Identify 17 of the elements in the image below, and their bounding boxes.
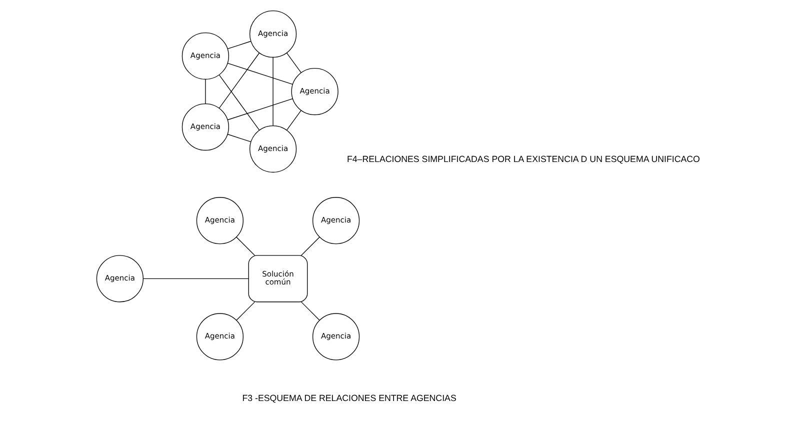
- connector: [227, 40, 252, 50]
- connector: [218, 74, 260, 131]
- connector: [218, 52, 260, 109]
- connector: [227, 62, 294, 85]
- connector: [205, 78, 206, 104]
- connector: [300, 236, 320, 256]
- connector: [227, 134, 252, 142]
- connector: [286, 110, 302, 131]
- connector: [300, 302, 320, 321]
- connector: [286, 52, 302, 74]
- connector: [142, 278, 249, 280]
- connector: [236, 302, 256, 321]
- connector: [272, 56, 274, 126]
- connector: [236, 236, 256, 256]
- label: F4–RELACIONES SIMPLIFICADAS POR LA EXISTENCIA D UN ESQUEMA UNIFICACO: [346, 154, 700, 164]
- connector: [227, 98, 294, 120]
- label: F3 -ESQUEMA DE RELACIONES ENTRE AGENCIAS: [242, 393, 456, 404]
